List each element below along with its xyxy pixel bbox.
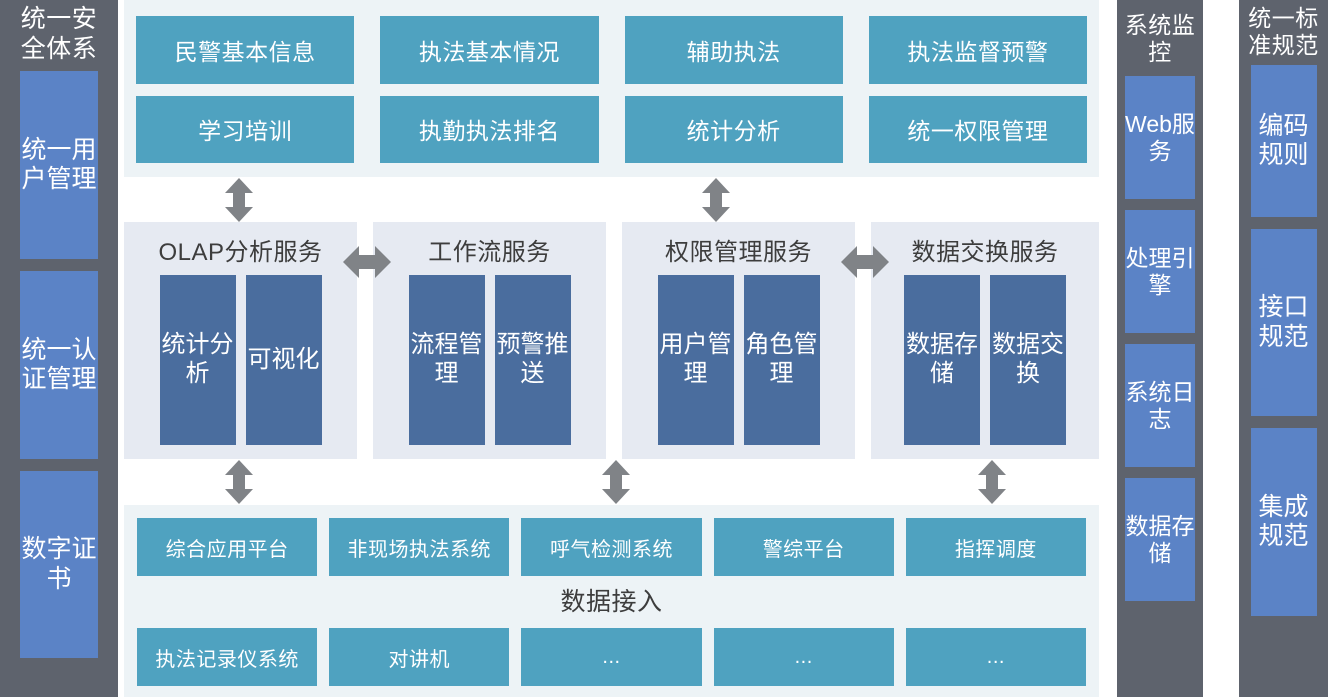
- monitor-item-system-log[interactable]: 系统日志: [1125, 344, 1195, 468]
- data-source-police-comprehensive-platform[interactable]: 警综平台: [713, 518, 894, 576]
- service-panel-permission-subs: 用户管理 角色管理: [622, 275, 855, 459]
- service-sub-statistical-analysis[interactable]: 统计分析: [159, 275, 236, 445]
- app-box-enforcement-basics[interactable]: 执法基本情况: [380, 16, 599, 84]
- standards-sidebar-title: 统一标准规范: [1248, 5, 1319, 59]
- arrow-exchange-to-data-icon: [978, 460, 1006, 504]
- service-panel-olap: OLAP分析服务 统计分析 可视化: [124, 222, 357, 459]
- app-box-police-basic-info[interactable]: 民警基本信息: [136, 16, 355, 84]
- app-box-enforcement-supervision-alert[interactable]: 执法监督预警: [868, 16, 1087, 84]
- service-layer-band: OLAP分析服务 统计分析 可视化 工作流服务 流程管理 预警推送 权限管理服务…: [124, 222, 1099, 459]
- app-box-assisted-enforcement[interactable]: 辅助执法: [624, 16, 843, 84]
- monitor-item-web-service[interactable]: Web服务: [1125, 76, 1195, 200]
- data-source-integrated-application-platform[interactable]: 综合应用平台: [137, 518, 318, 576]
- data-source-row-top: 综合应用平台 非现场执法系统 呼气检测系统 警综平台 指挥调度: [137, 518, 1086, 576]
- application-layer-grid: 民警基本信息 执法基本情况 辅助执法 执法监督预警 学习培训 执勤执法排名 统计…: [136, 16, 1087, 163]
- standards-item-interface-spec[interactable]: 接口规范: [1250, 229, 1317, 417]
- security-sidebar-title: 统一安全体系: [20, 5, 98, 63]
- service-sub-data-exchange[interactable]: 数据交换: [990, 275, 1066, 445]
- app-box-unified-permission-management[interactable]: 统一权限管理: [868, 95, 1087, 163]
- service-sub-role-management[interactable]: 角色管理: [743, 275, 820, 445]
- service-panel-workflow: 工作流服务 流程管理 预警推送: [373, 222, 606, 459]
- arrow-app-to-permission-icon: [702, 178, 730, 222]
- system-monitor-sidebar: 系统监控 Web服务 处理引擎 系统日志 数据存储: [1117, 0, 1203, 697]
- security-sidebar: 统一安全体系 统一用户管理 统一认证管理 数字证书: [0, 0, 118, 697]
- service-panel-workflow-title: 工作流服务: [428, 239, 551, 266]
- data-source-breath-test-system[interactable]: 呼气检测系统: [521, 518, 702, 576]
- service-panel-olap-title: OLAP分析服务: [158, 239, 323, 266]
- service-gap-2: [606, 222, 622, 459]
- data-access-label: 数据接入: [560, 588, 663, 616]
- data-source-walkie-talkie[interactable]: 对讲机: [329, 628, 510, 686]
- arrow-permission-exchange-icon: [841, 246, 889, 278]
- service-panel-permission-title: 权限管理服务: [665, 239, 812, 266]
- service-panel-data-exchange: 数据交换服务 数据存储 数据交换: [871, 222, 1099, 459]
- monitor-item-processing-engine[interactable]: 处理引擎: [1125, 210, 1195, 334]
- arrow-olap-workflow-icon: [343, 246, 391, 278]
- service-sub-alert-push[interactable]: 预警推送: [494, 275, 571, 445]
- data-source-row-bottom: 执法记录仪系统 对讲机 ... ... ...: [137, 628, 1086, 686]
- application-layer-panel: 民警基本信息 执法基本情况 辅助执法 执法监督预警 学习培训 执勤执法排名 统计…: [124, 0, 1099, 177]
- service-sub-visualization[interactable]: 可视化: [245, 275, 322, 445]
- system-monitor-sidebar-title: 系统监控: [1124, 12, 1196, 66]
- service-sub-process-management[interactable]: 流程管理: [408, 275, 485, 445]
- data-source-command-dispatch[interactable]: 指挥调度: [905, 518, 1086, 576]
- service-panel-workflow-subs: 流程管理 预警推送: [373, 275, 606, 459]
- data-source-law-enforcement-recorder-system[interactable]: 执法记录仪系统: [137, 628, 318, 686]
- data-source-placeholder-2[interactable]: ...: [713, 628, 894, 686]
- arrow-app-to-olap-icon: [225, 178, 253, 222]
- monitor-item-data-storage[interactable]: 数据存储: [1125, 478, 1195, 602]
- service-panel-data-exchange-subs: 数据存储 数据交换: [871, 275, 1099, 459]
- security-item-digital-certificate[interactable]: 数字证书: [20, 471, 98, 658]
- service-panel-permission: 权限管理服务 用户管理 角色管理: [622, 222, 855, 459]
- service-panel-olap-subs: 统计分析 可视化: [124, 275, 357, 459]
- app-box-duty-enforcement-ranking[interactable]: 执勤执法排名: [380, 95, 599, 163]
- security-item-user-management[interactable]: 统一用户管理: [20, 71, 98, 259]
- main-architecture-column: 民警基本信息 执法基本情况 辅助执法 执法监督预警 学习培训 执勤执法排名 统计…: [124, 0, 1099, 697]
- standards-item-integration-spec[interactable]: 集成规范: [1250, 428, 1317, 617]
- data-access-panel: 综合应用平台 非现场执法系统 呼气检测系统 警综平台 指挥调度 数据接入 执法记…: [124, 505, 1099, 697]
- app-box-statistical-analysis[interactable]: 统计分析: [624, 95, 843, 163]
- standards-sidebar: 统一标准规范 编码规则 接口规范 集成规范: [1239, 0, 1328, 697]
- service-sub-user-management[interactable]: 用户管理: [657, 275, 734, 445]
- data-source-non-onsite-enforcement-system[interactable]: 非现场执法系统: [329, 518, 510, 576]
- data-source-placeholder-3[interactable]: ...: [905, 628, 1086, 686]
- arrow-olap-to-data-icon: [225, 460, 253, 504]
- service-sub-data-storage[interactable]: 数据存储: [904, 275, 980, 445]
- service-panel-data-exchange-title: 数据交换服务: [911, 239, 1059, 266]
- standards-item-coding-rules[interactable]: 编码规则: [1250, 65, 1317, 218]
- data-source-placeholder-1[interactable]: ...: [521, 628, 702, 686]
- app-box-learning-training[interactable]: 学习培训: [136, 95, 355, 163]
- arrow-workflow-to-data-icon: [602, 460, 630, 504]
- security-item-auth-management[interactable]: 统一认证管理: [20, 271, 98, 459]
